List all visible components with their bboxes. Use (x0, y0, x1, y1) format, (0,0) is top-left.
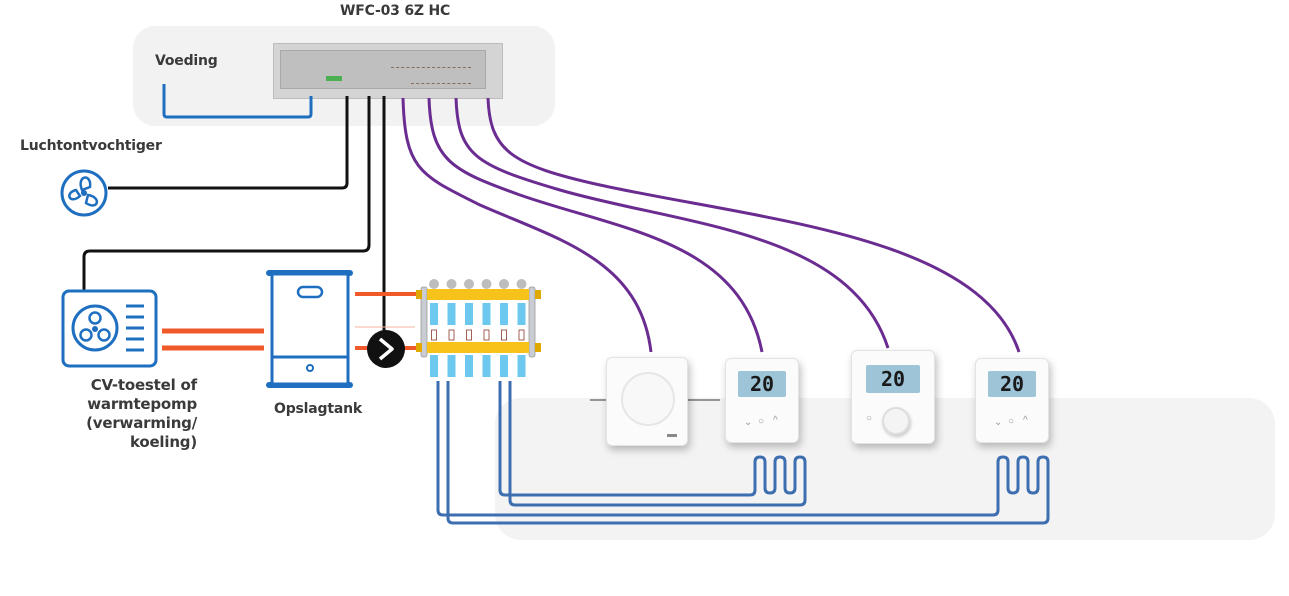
manifold-return-bar (427, 342, 529, 353)
thermostat-digital-2[interactable]: 20 ⌄ ○ ^ (975, 358, 1049, 443)
terminal-row-top (391, 57, 471, 68)
heat-pump-icon (61, 289, 158, 368)
manifold-return-outlet (447, 355, 456, 377)
thermostat-knob[interactable] (882, 407, 910, 435)
down-button-icon[interactable]: ⌄ (744, 417, 753, 428)
manifold-supply-bar (427, 289, 529, 300)
manifold-rail-right (528, 286, 536, 358)
manifold-return-outlet (430, 355, 438, 377)
zone-wire-4 (486, 97, 1021, 353)
zone-wire-3 (454, 97, 890, 349)
manifold-flow-meter (483, 329, 490, 341)
manifold-flow-meter (431, 329, 437, 341)
manifold-supply-outlet (500, 303, 508, 325)
down-button-icon[interactable]: ⌄ (994, 417, 1003, 428)
manifold-valve-cap (516, 279, 527, 289)
manifold-valve-cap (429, 279, 439, 289)
manifold-supply-outlet (430, 303, 438, 325)
manifold-valve-cap (499, 279, 509, 289)
up-button-icon[interactable]: ^ (1023, 415, 1028, 426)
manifold-flow-meter (448, 329, 455, 341)
manifold-valve-cap (464, 279, 474, 289)
heat-source-label-line: CV-toestel of (90, 376, 197, 394)
manifold-end-cap (535, 343, 541, 352)
zone-wire-1 (401, 97, 653, 353)
manifold-flow-meter (466, 329, 472, 341)
fan-icon (60, 169, 108, 217)
heat-source-label-line: (verwarming/ (86, 414, 197, 432)
floor-loop-zone-2 (498, 381, 807, 507)
manifold-end-cap (416, 343, 422, 352)
manifold-end-cap (416, 290, 422, 299)
thermostat-display: 20 (738, 371, 786, 397)
heat-source-label-line: koeling) (129, 433, 197, 451)
manifold-return-outlet (482, 355, 491, 377)
power-supply-label: Voeding (155, 53, 218, 69)
power-led (326, 76, 342, 81)
manifold-flow-meter (518, 329, 525, 341)
thermostat-display: 20 (988, 371, 1036, 397)
mode-button-icon[interactable]: ○ (758, 416, 765, 427)
thermostat-display: 20 (866, 365, 920, 393)
manifold-end-cap (535, 290, 541, 299)
dehumidifier-wire (108, 96, 349, 190)
pump-icon (367, 330, 405, 368)
dehumidifier-label: Luchtontvochtiger (20, 138, 162, 154)
manifold-return-outlet (465, 355, 473, 377)
mode-button-icon[interactable]: ○ (1008, 416, 1015, 427)
zone-wire-2 (427, 97, 764, 353)
heat-source-wire (82, 96, 371, 291)
heat-source-label: CV-toestel of warmtepomp (verwarming/ ko… (67, 376, 197, 452)
controller-terminal-block (280, 50, 486, 89)
controller-title: WFC-03 6Z HC (340, 3, 451, 19)
manifold-supply-outlet (447, 303, 456, 325)
manifold-supply-outlet (465, 303, 473, 325)
wfc-controller-device[interactable] (273, 43, 503, 99)
manifold-supply-outlet (517, 303, 526, 325)
brand-logo (667, 434, 677, 437)
manifold-rail-left (420, 286, 428, 358)
manifold-return-outlet (517, 355, 526, 377)
thermostat-dial[interactable] (621, 372, 675, 426)
mode-button-icon[interactable]: ○ (866, 413, 873, 424)
up-button-icon[interactable]: ^ (773, 415, 778, 426)
thermostat-digital-dial[interactable]: 20 ○ (851, 350, 935, 444)
thermostat-analog[interactable] (606, 357, 688, 446)
thermostat-digital-1[interactable]: 20 ⌄ ○ ^ (725, 358, 799, 443)
manifold (416, 279, 541, 377)
heat-source-label-line: warmtepomp (87, 395, 197, 413)
manifold-valve-cap (481, 279, 492, 289)
manifold-valve-cap (446, 279, 457, 289)
power-supply-wire (162, 84, 313, 119)
manifold-return-outlet (500, 355, 508, 377)
storage-tank-icon (266, 270, 353, 388)
manifold-flow-meter (501, 329, 507, 341)
manifold-supply-outlet (482, 303, 491, 325)
floor-loop-zone-4 (436, 381, 1050, 525)
storage-tank-label: Opslagtank (274, 401, 362, 417)
terminal-row-bottom (411, 73, 471, 84)
